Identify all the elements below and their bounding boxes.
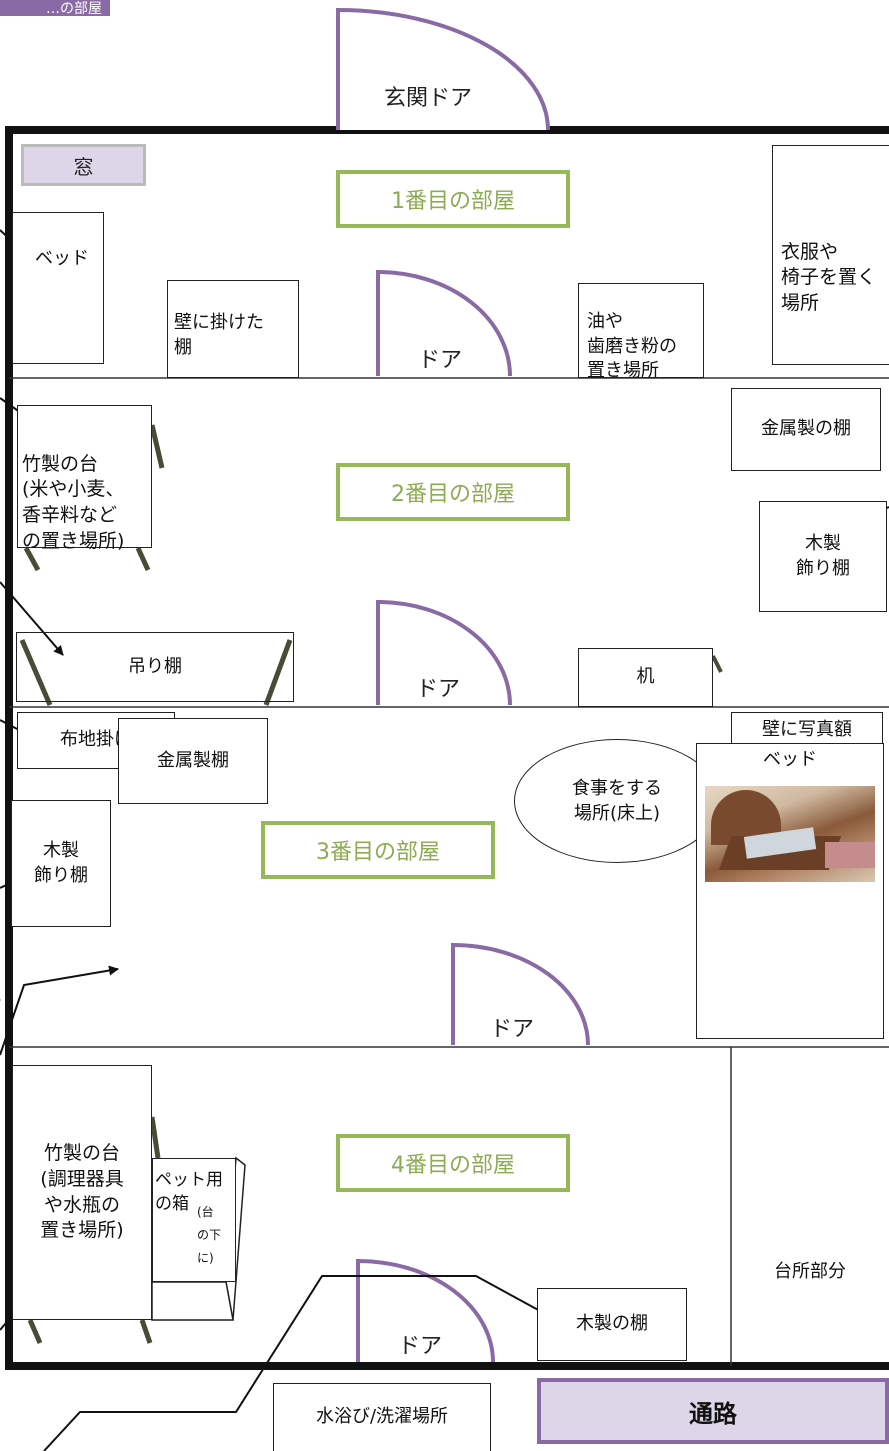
window-top: 窓 bbox=[21, 144, 146, 186]
cloth-hanger-label: 布地掛け bbox=[60, 729, 132, 751]
bed-1-label: ベッド bbox=[35, 248, 89, 270]
bed-1: ベッド bbox=[12, 212, 104, 364]
bamboo-stand-2: 竹製の台 (調理器具 や水瓶の 置き場所) bbox=[12, 1065, 152, 1320]
room-label-1: 1番目の部屋 bbox=[336, 170, 570, 228]
door-swing-2 bbox=[376, 599, 512, 706]
photo-frame: 壁に写真額 bbox=[731, 712, 883, 749]
door-swing-1 bbox=[376, 269, 512, 377]
entrance-door-label: 玄関ドア bbox=[384, 86, 473, 111]
door-swing-3 bbox=[451, 942, 590, 1046]
passage: 通路 bbox=[537, 1378, 889, 1444]
bamboo-stand-legs-1 bbox=[23, 424, 165, 572]
desk-label: 机 bbox=[636, 666, 655, 688]
wood-shelf-label: 木製の棚 bbox=[576, 1313, 648, 1335]
door-label-3: ドア bbox=[490, 1017, 535, 1042]
wood-deco-shelf-2: 木製 飾り棚 bbox=[11, 800, 111, 927]
room-label-4: 4番目の部屋 bbox=[336, 1134, 570, 1192]
bamboo-stand-legs-2 bbox=[27, 1116, 161, 1344]
wall-shelf: 壁に掛けた 棚 bbox=[167, 280, 299, 378]
bathing-area-label: 水浴び/洗濯場所 bbox=[315, 1406, 449, 1428]
room-label-3: 3番目の部屋 bbox=[261, 821, 495, 879]
wood-shelf: 木製の棚 bbox=[537, 1288, 687, 1361]
eating-area: 食事をする 場所(床上) bbox=[514, 739, 720, 863]
eating-area-label: 食事をする 場所(床上) bbox=[572, 777, 662, 824]
clothes-area: 衣服や 椅子を置く 場所 bbox=[772, 145, 889, 365]
pet-box-note: (台 の下に) bbox=[197, 1205, 222, 1265]
kitchen-area-label: 台所部分 bbox=[774, 1261, 846, 1282]
bamboo-stand-2-label: 竹製の台 (調理器具 や水瓶の 置き場所) bbox=[40, 1142, 124, 1242]
hanging-shelf-label: 吊り棚 bbox=[128, 656, 182, 677]
bed-photo-blanket bbox=[825, 842, 875, 868]
door-label-4: ドア bbox=[398, 1334, 443, 1359]
wood-deco-shelf-2-label: 木製 飾り棚 bbox=[34, 840, 88, 886]
metal-shelf-2-label: 金属製棚 bbox=[157, 749, 229, 771]
hanging-shelf-brackets bbox=[19, 639, 293, 706]
pet-box: ペット用 の箱 (台 の下に) bbox=[152, 1158, 236, 1282]
bed-photo bbox=[705, 786, 875, 882]
desk: 机 bbox=[578, 648, 713, 707]
bamboo-stand-1-label: 竹製の台 (米や小麦、 香辛料など の置き場所) bbox=[22, 452, 125, 552]
corner-tag-label: …の部屋 bbox=[46, 1, 102, 16]
bathing-area: 水浴び/洗濯場所 bbox=[273, 1383, 491, 1451]
metal-shelf-1: 金属製の棚 bbox=[731, 388, 881, 471]
door-label-2: ドア bbox=[416, 677, 461, 702]
desk-leg bbox=[711, 655, 723, 673]
pet-box-label: ペット用 の箱 bbox=[155, 1170, 223, 1214]
wood-deco-shelf-1: 木製 飾り棚 bbox=[759, 501, 887, 612]
bamboo-stand-1: 竹製の台 (米や小麦、 香辛料など の置き場所) bbox=[17, 405, 152, 552]
metal-shelf-1-label: 金属製の棚 bbox=[761, 418, 851, 440]
photo-frame-label: 壁に写真額 bbox=[762, 719, 852, 741]
kitchen-area: 台所部分 bbox=[731, 1250, 889, 1290]
door-label-1: ドア bbox=[418, 348, 463, 373]
room-label-2: 2番目の部屋 bbox=[336, 463, 570, 521]
passage-label: 通路 bbox=[689, 1399, 737, 1428]
wall-shelf-label: 壁に掛けた 棚 bbox=[174, 312, 264, 358]
bed-2-label: ベッド bbox=[763, 749, 817, 770]
oil-storage: 油や 歯磨き粉の 置き場所 bbox=[578, 283, 704, 381]
clothes-area-label: 衣服や 椅子を置く 場所 bbox=[781, 240, 877, 314]
corner-tag: …の部屋 bbox=[0, 0, 110, 16]
door-swing-4 bbox=[356, 1258, 495, 1363]
window-top-label: 窓 bbox=[73, 154, 94, 179]
metal-shelf-2: 金属製棚 bbox=[118, 718, 268, 804]
bed-2: ベッド bbox=[696, 743, 884, 1039]
hanging-shelf: 吊り棚 bbox=[16, 632, 294, 702]
oil-storage-label: 油や 歯磨き粉の 置き場所 bbox=[587, 311, 677, 381]
wood-deco-shelf-1-label: 木製 飾り棚 bbox=[796, 533, 850, 579]
entrance-door-swing bbox=[336, 7, 550, 131]
